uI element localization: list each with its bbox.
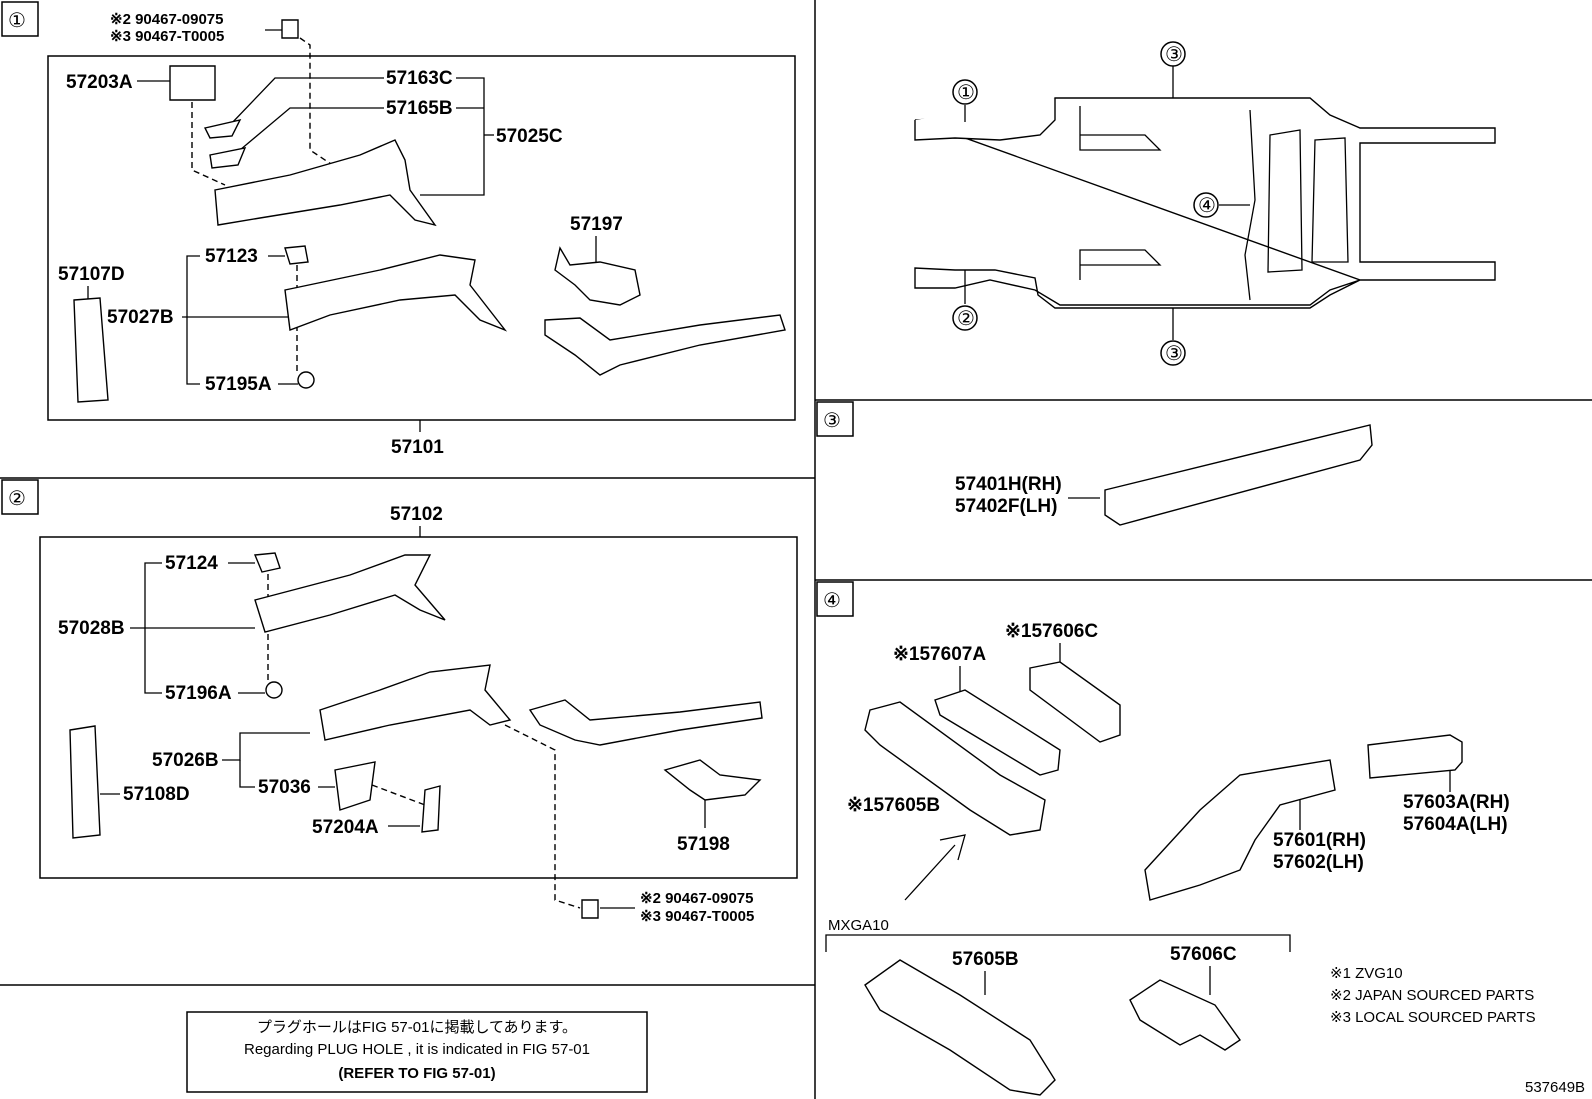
part-57108D bbox=[69, 725, 101, 839]
note-line-3: (REFER TO FIG 57-01) bbox=[338, 1065, 495, 1082]
part-rocker-outer bbox=[1104, 424, 1373, 526]
label-57402F: 57402F(LH) bbox=[955, 496, 1057, 517]
label-57198: 57198 bbox=[677, 834, 730, 855]
part-57198 bbox=[663, 759, 762, 801]
view-arrow-icon bbox=[904, 834, 966, 901]
part-v57606C bbox=[1129, 979, 1241, 1051]
section2-clip-note-1: ※2 90467-09075 bbox=[640, 890, 754, 907]
section2-clip-note-2: ※3 90467-T0005 bbox=[640, 908, 754, 925]
variant-label: MXGA10 bbox=[828, 917, 889, 934]
note-line-1: プラグホールはFIG 57-01に掲載してあります。 bbox=[257, 1019, 577, 1036]
part-57204A bbox=[421, 785, 441, 833]
label-57025C: 57025C bbox=[496, 126, 563, 147]
part-57603A bbox=[1367, 734, 1463, 779]
note-line-2: Regarding PLUG HOLE , it is indicated in… bbox=[244, 1041, 590, 1058]
label-57107D: 57107D bbox=[58, 264, 125, 285]
label-57601: 57601(RH) bbox=[1273, 830, 1366, 851]
part-57025C bbox=[214, 139, 437, 227]
plug-clip-icon-s2 bbox=[581, 899, 599, 919]
section1-clip-note-2: ※3 90467-T0005 bbox=[110, 28, 224, 45]
label-57204A: 57204A bbox=[312, 817, 379, 838]
label-57101: 57101 bbox=[391, 437, 444, 458]
part-57203A bbox=[169, 65, 216, 101]
label-57028B: 57028B bbox=[58, 618, 125, 639]
label-57124: 57124 bbox=[165, 553, 218, 574]
svg-text:②: ② bbox=[8, 486, 26, 510]
label-57604A: 57604A(LH) bbox=[1403, 814, 1508, 835]
plug-clip-icon bbox=[281, 19, 299, 39]
part-57163C bbox=[203, 118, 242, 139]
svg-text:③: ③ bbox=[823, 408, 841, 432]
section-2-marker: ② bbox=[1, 479, 39, 515]
part-57197 bbox=[554, 246, 641, 306]
part-rocker-inner-s2 bbox=[528, 699, 763, 746]
label-57195A: 57195A bbox=[205, 374, 272, 395]
section1-clip-note-1: ※2 90467-09075 bbox=[110, 11, 224, 28]
part-57036 bbox=[334, 761, 376, 811]
part-57601 bbox=[1144, 759, 1336, 901]
part-v57605B bbox=[864, 959, 1056, 1096]
label-57401H: 57401H(RH) bbox=[955, 474, 1062, 495]
legend-2: ※2 JAPAN SOURCED PARTS bbox=[1330, 987, 1534, 1004]
part-57124 bbox=[253, 552, 281, 573]
part-57026B bbox=[319, 664, 512, 741]
label-57165B: 57165B bbox=[386, 98, 453, 119]
floor-overview bbox=[914, 97, 1496, 309]
part-57607A bbox=[934, 689, 1061, 776]
section-1-marker: ① bbox=[1, 1, 39, 37]
illustration-id: 537649B bbox=[1525, 1079, 1585, 1096]
part-57196A bbox=[265, 681, 283, 699]
part-rocker-inner-s1 bbox=[544, 314, 786, 376]
overview-marker-2: ② bbox=[957, 306, 975, 330]
label-57102: 57102 bbox=[390, 504, 443, 525]
legend-1: ※1 ZVG10 bbox=[1330, 965, 1403, 982]
note-box bbox=[186, 1011, 648, 1093]
label-57163C: 57163C bbox=[386, 68, 453, 89]
label-57602: 57602(LH) bbox=[1273, 852, 1364, 873]
label-57606C: ※157606C bbox=[1005, 621, 1098, 642]
part-57195A bbox=[297, 371, 315, 389]
label-57036: 57036 bbox=[258, 777, 311, 798]
svg-text:①: ① bbox=[8, 8, 26, 32]
section-4-marker: ④ bbox=[816, 581, 854, 617]
label-57607A: ※157607A bbox=[893, 644, 986, 665]
label-57605B: ※157605B bbox=[847, 795, 940, 816]
label-57203A: 57203A bbox=[66, 72, 133, 93]
label-57108D: 57108D bbox=[123, 784, 190, 805]
label-57027B: 57027B bbox=[107, 307, 174, 328]
label-57123: 57123 bbox=[205, 246, 258, 267]
overview-marker-3b: ③ bbox=[1165, 341, 1183, 365]
label-v57606C: 57606C bbox=[1170, 944, 1237, 965]
label-57026B: 57026B bbox=[152, 750, 219, 771]
section-3-marker: ③ bbox=[816, 401, 854, 437]
legend-3: ※3 LOCAL SOURCED PARTS bbox=[1330, 1009, 1536, 1026]
label-57196A: 57196A bbox=[165, 683, 232, 704]
part-57028B bbox=[254, 554, 446, 633]
overview-marker-3a: ③ bbox=[1165, 42, 1183, 66]
label-v57605B: 57605B bbox=[952, 949, 1019, 970]
label-57603A: 57603A(RH) bbox=[1403, 792, 1510, 813]
section2-group-box bbox=[39, 536, 798, 879]
part-57027B bbox=[284, 254, 508, 332]
part-57606C bbox=[1029, 661, 1121, 743]
svg-text:④: ④ bbox=[823, 588, 841, 612]
part-57165B bbox=[209, 147, 247, 169]
variant-bracket bbox=[825, 934, 1291, 952]
overview-marker-4: ④ bbox=[1198, 193, 1216, 217]
part-57605B bbox=[864, 701, 1046, 836]
part-57123 bbox=[284, 245, 309, 265]
section1-group-box bbox=[47, 55, 796, 421]
label-57197: 57197 bbox=[570, 214, 623, 235]
overview-marker-1: ① bbox=[957, 80, 975, 104]
part-57107D bbox=[73, 297, 109, 403]
